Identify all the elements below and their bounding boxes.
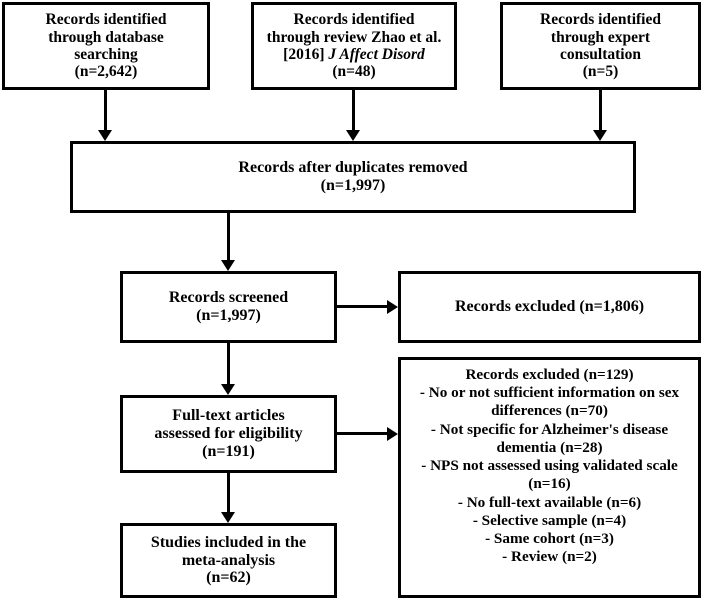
box-line: Records screened: [168, 289, 289, 307]
box-studies-included: Studies included in the meta-analysis (n…: [120, 523, 337, 598]
arrowhead-right-icon: [387, 427, 398, 441]
arrowhead-down-icon: [593, 130, 607, 141]
box-line: Records after duplicates removed: [238, 159, 468, 177]
exclusion-reason: - Same cohort (n=3): [485, 530, 614, 548]
connector-duplicates-to-screened: [227, 213, 230, 260]
box-line: Records excluded (n=1,806): [454, 298, 645, 316]
box-line: Records identified: [45, 11, 167, 29]
box-line: Records identified: [540, 11, 661, 29]
box-line: through review Zhao et al.: [266, 28, 442, 46]
box-records-identified-database: Records identified through database sear…: [2, 2, 210, 90]
box-line-journal: [2016] J Affect Disord: [283, 46, 425, 63]
box-line: through expert: [550, 28, 651, 46]
box-line: through database: [48, 28, 164, 46]
arrowhead-down-icon: [221, 512, 235, 523]
exclusion-reason: - NPS not assessed using validated scale…: [421, 457, 678, 493]
journal-year: [2016]: [283, 46, 329, 63]
box-line: assessed for eligibility: [154, 425, 303, 443]
connector-database-to-duplicates: [104, 90, 107, 130]
box-fulltext-articles-assessed: Full-text articles assessed for eligibil…: [120, 395, 337, 473]
box-count: (n=62): [206, 569, 251, 587]
box-count: (n=2,642): [74, 63, 138, 81]
connector-fulltext-to-excluded: [337, 432, 387, 435]
journal-name: J Affect Disord: [328, 46, 425, 63]
box-line: Studies included in the: [150, 533, 307, 551]
arrowhead-down-icon: [346, 130, 360, 141]
connector-fulltext-to-included: [227, 473, 230, 512]
box-records-identified-expert: Records identified through expert consul…: [500, 2, 701, 90]
box-line: searching: [74, 46, 138, 63]
connector-review-to-duplicates: [352, 90, 355, 130]
box-count: (n=1,997): [196, 307, 261, 324]
connector-expert-to-duplicates: [599, 90, 602, 130]
box-count: (n=191): [202, 442, 255, 460]
exclusion-reason: - No full-text available (n=6): [457, 493, 642, 511]
box-records-identified-review: Records identified through review Zhao e…: [251, 2, 457, 90]
arrowhead-down-icon: [221, 260, 235, 271]
box-records-after-duplicates-removed: Records after duplicates removed (n=1,99…: [70, 141, 636, 213]
exclusion-reason: - No or not sufficient information on se…: [419, 384, 680, 420]
arrowhead-down-icon: [221, 384, 235, 395]
box-records-screened: Records screened (n=1,997): [120, 271, 337, 343]
box-line: Records identified: [293, 11, 415, 29]
exclusion-reason: - Review (n=2): [502, 548, 597, 566]
box-count: (n=5): [582, 63, 619, 81]
box-records-excluded-screening: Records excluded (n=1,806): [398, 271, 701, 343]
exclusion-reason: - Not specific for Alzheimer's disease d…: [430, 420, 669, 456]
box-line: Full-text articles: [172, 407, 285, 425]
box-records-excluded-eligibility: Records excluded (n=129) - No or not suf…: [398, 357, 701, 598]
box-line: consultation: [560, 46, 641, 63]
connector-screened-to-fulltext: [227, 343, 230, 384]
box-count: (n=1,997): [320, 177, 386, 194]
exclusion-reason: - Selective sample (n=4): [472, 511, 627, 529]
box-line: meta-analysis: [181, 551, 276, 569]
connector-screened-to-excluded: [337, 305, 387, 308]
box-count: (n=48): [332, 63, 376, 81]
box-heading: Records excluded (n=129): [465, 366, 634, 383]
arrowhead-down-icon: [98, 130, 112, 141]
arrowhead-right-icon: [387, 300, 398, 314]
